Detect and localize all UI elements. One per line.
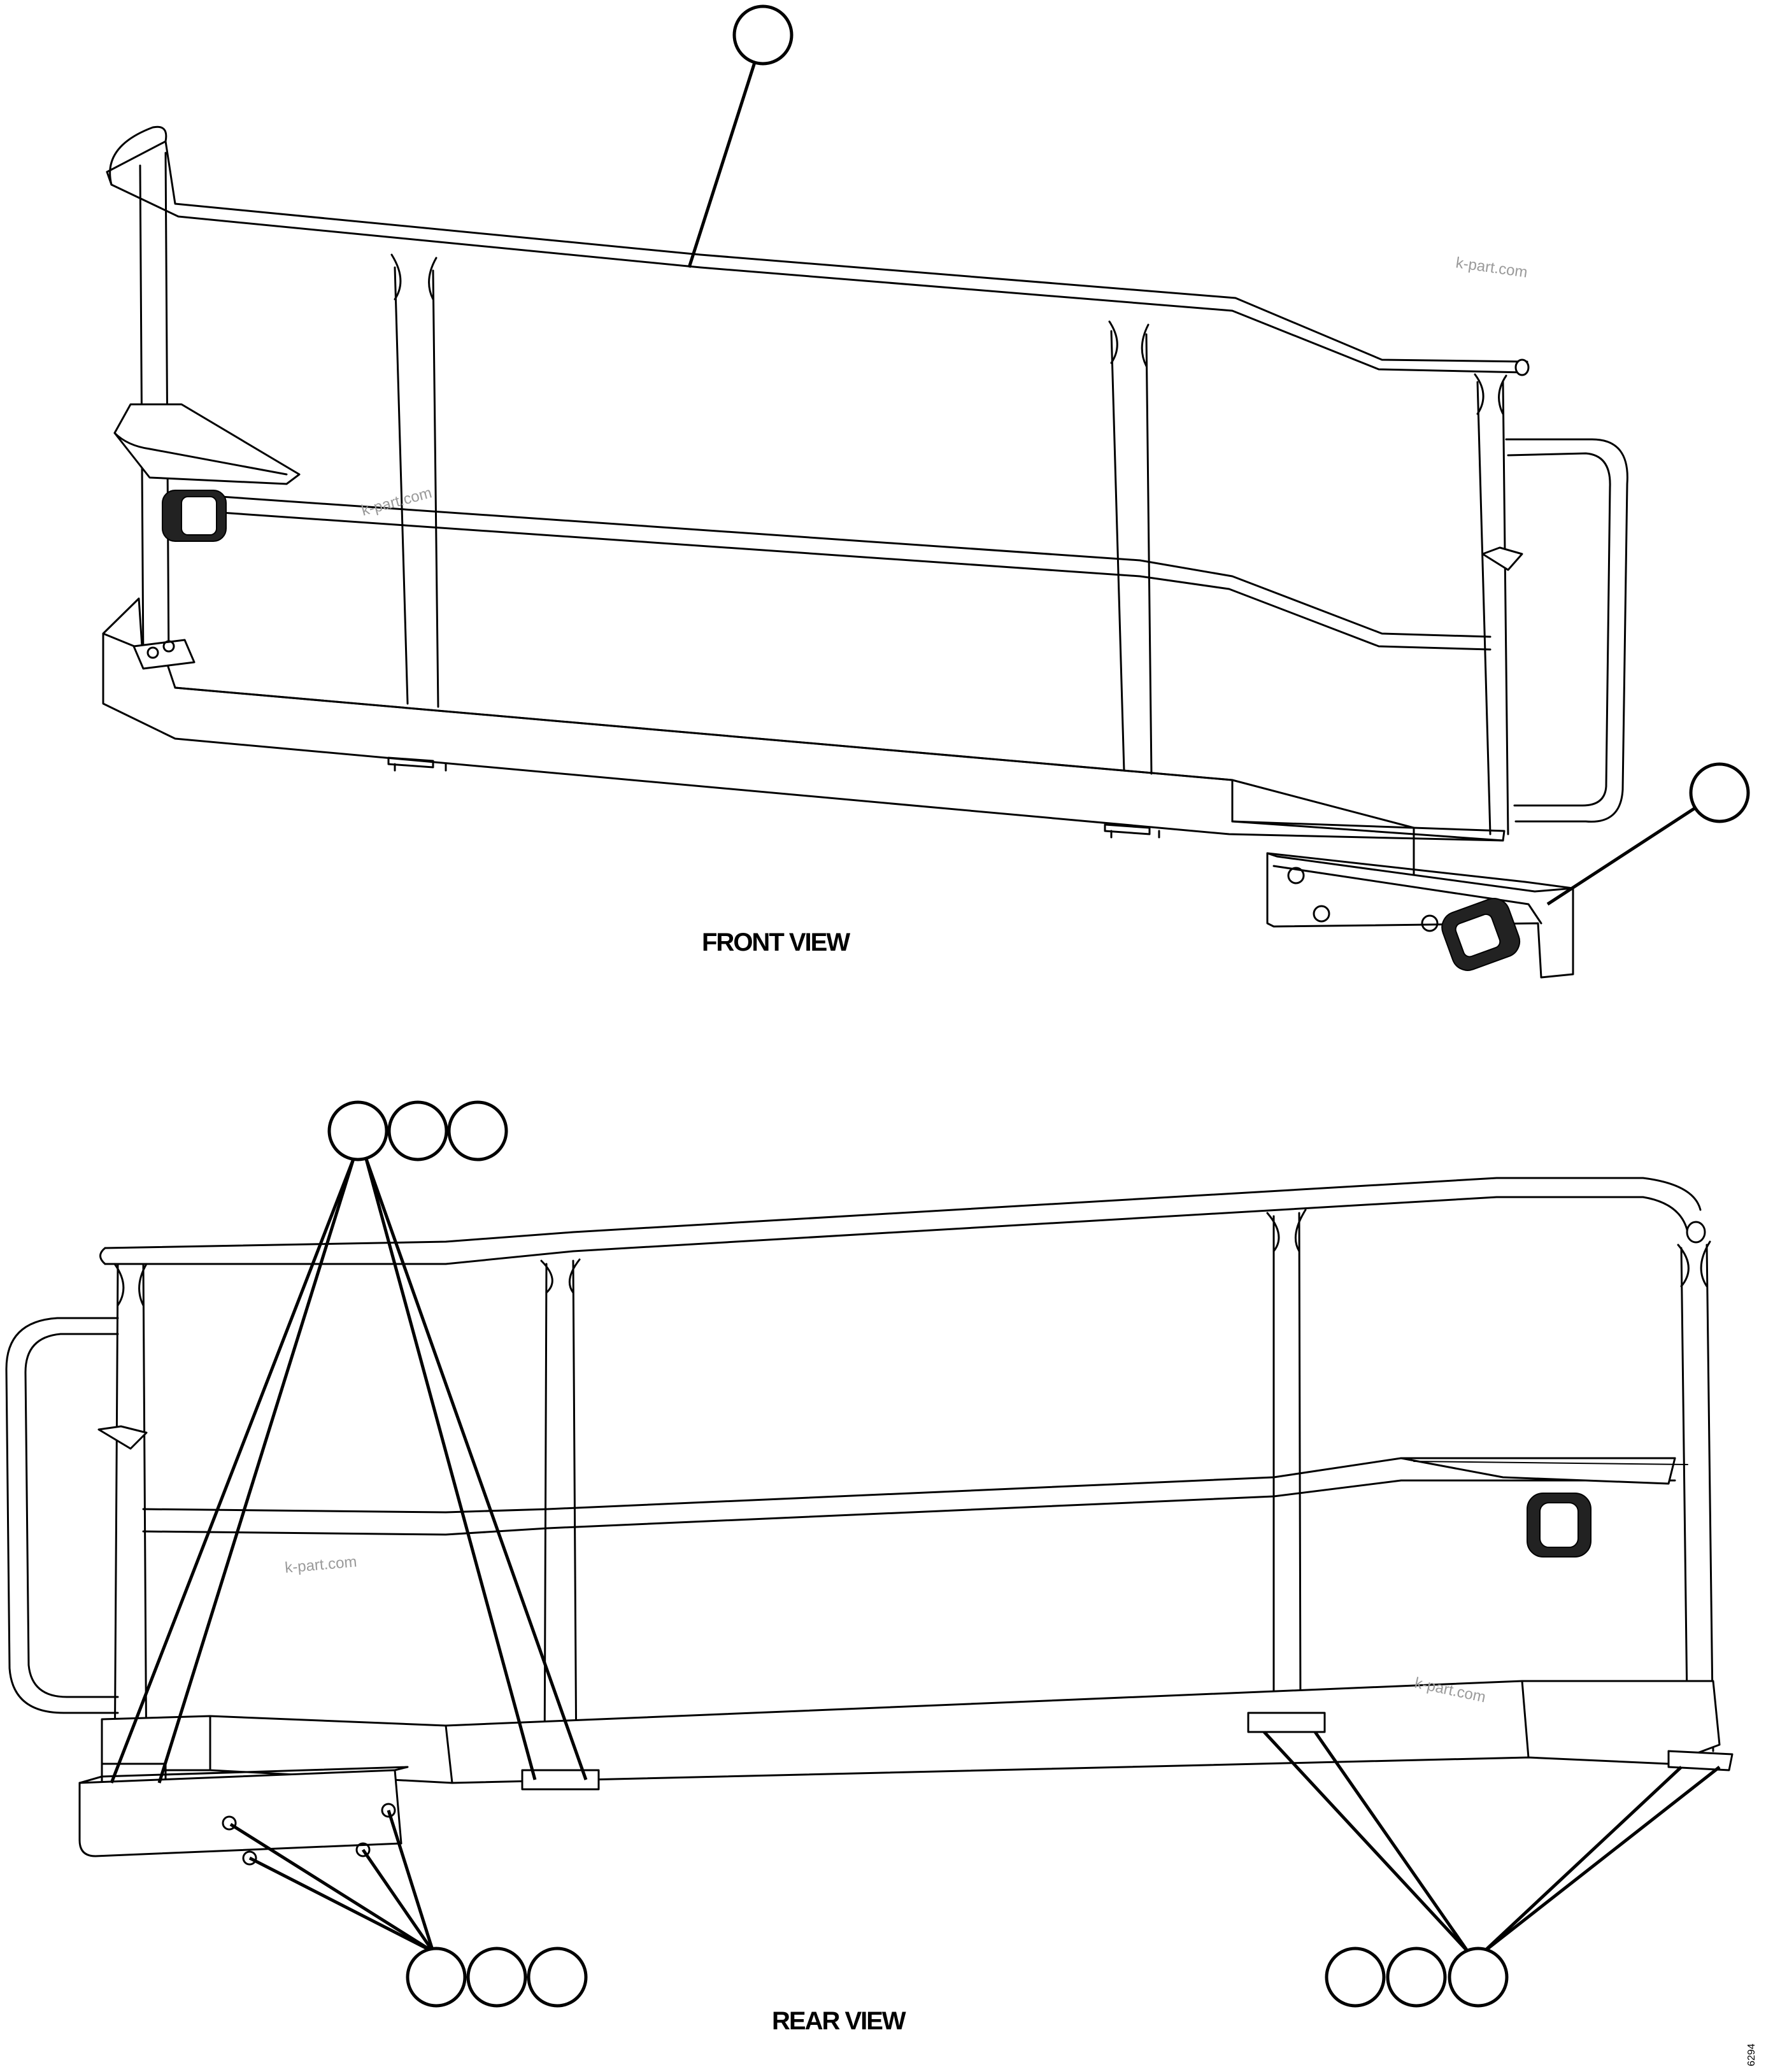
callout-bubble — [732, 4, 794, 66]
rear-view-label: REAR VIEW — [772, 2007, 906, 2035]
front-view-label: FRONT VIEW — [702, 928, 850, 956]
front-view-railing — [102, 125, 1628, 979]
callout-bubble — [1386, 1947, 1447, 2008]
callout-bubble — [527, 1947, 588, 2008]
watermark: k-part.com — [284, 1553, 357, 1577]
rear-view-railing — [5, 1177, 1734, 1866]
work-lamp-icon — [1441, 898, 1521, 971]
drawing-code: 6294 — [1746, 2043, 1757, 2066]
callout-bubble — [327, 1100, 388, 1161]
callout-bubble — [387, 1100, 448, 1161]
callout-bubble — [406, 1947, 467, 2008]
mount-bracket — [1266, 852, 1574, 979]
callout-bubble — [1448, 1947, 1509, 2008]
work-lamp-icon — [1527, 1493, 1592, 1558]
callout-bubble — [466, 1947, 527, 2008]
callout-bubble — [1689, 762, 1750, 823]
watermark: k-part.com — [1455, 254, 1528, 281]
callout-bubble — [1325, 1947, 1386, 2008]
rear-view-callouts — [110, 1100, 1721, 2008]
work-lamp-icon — [162, 490, 227, 542]
front-view-callouts — [687, 4, 1750, 906]
callout-bubble — [447, 1100, 508, 1161]
watermark: k-part.com — [360, 484, 434, 519]
